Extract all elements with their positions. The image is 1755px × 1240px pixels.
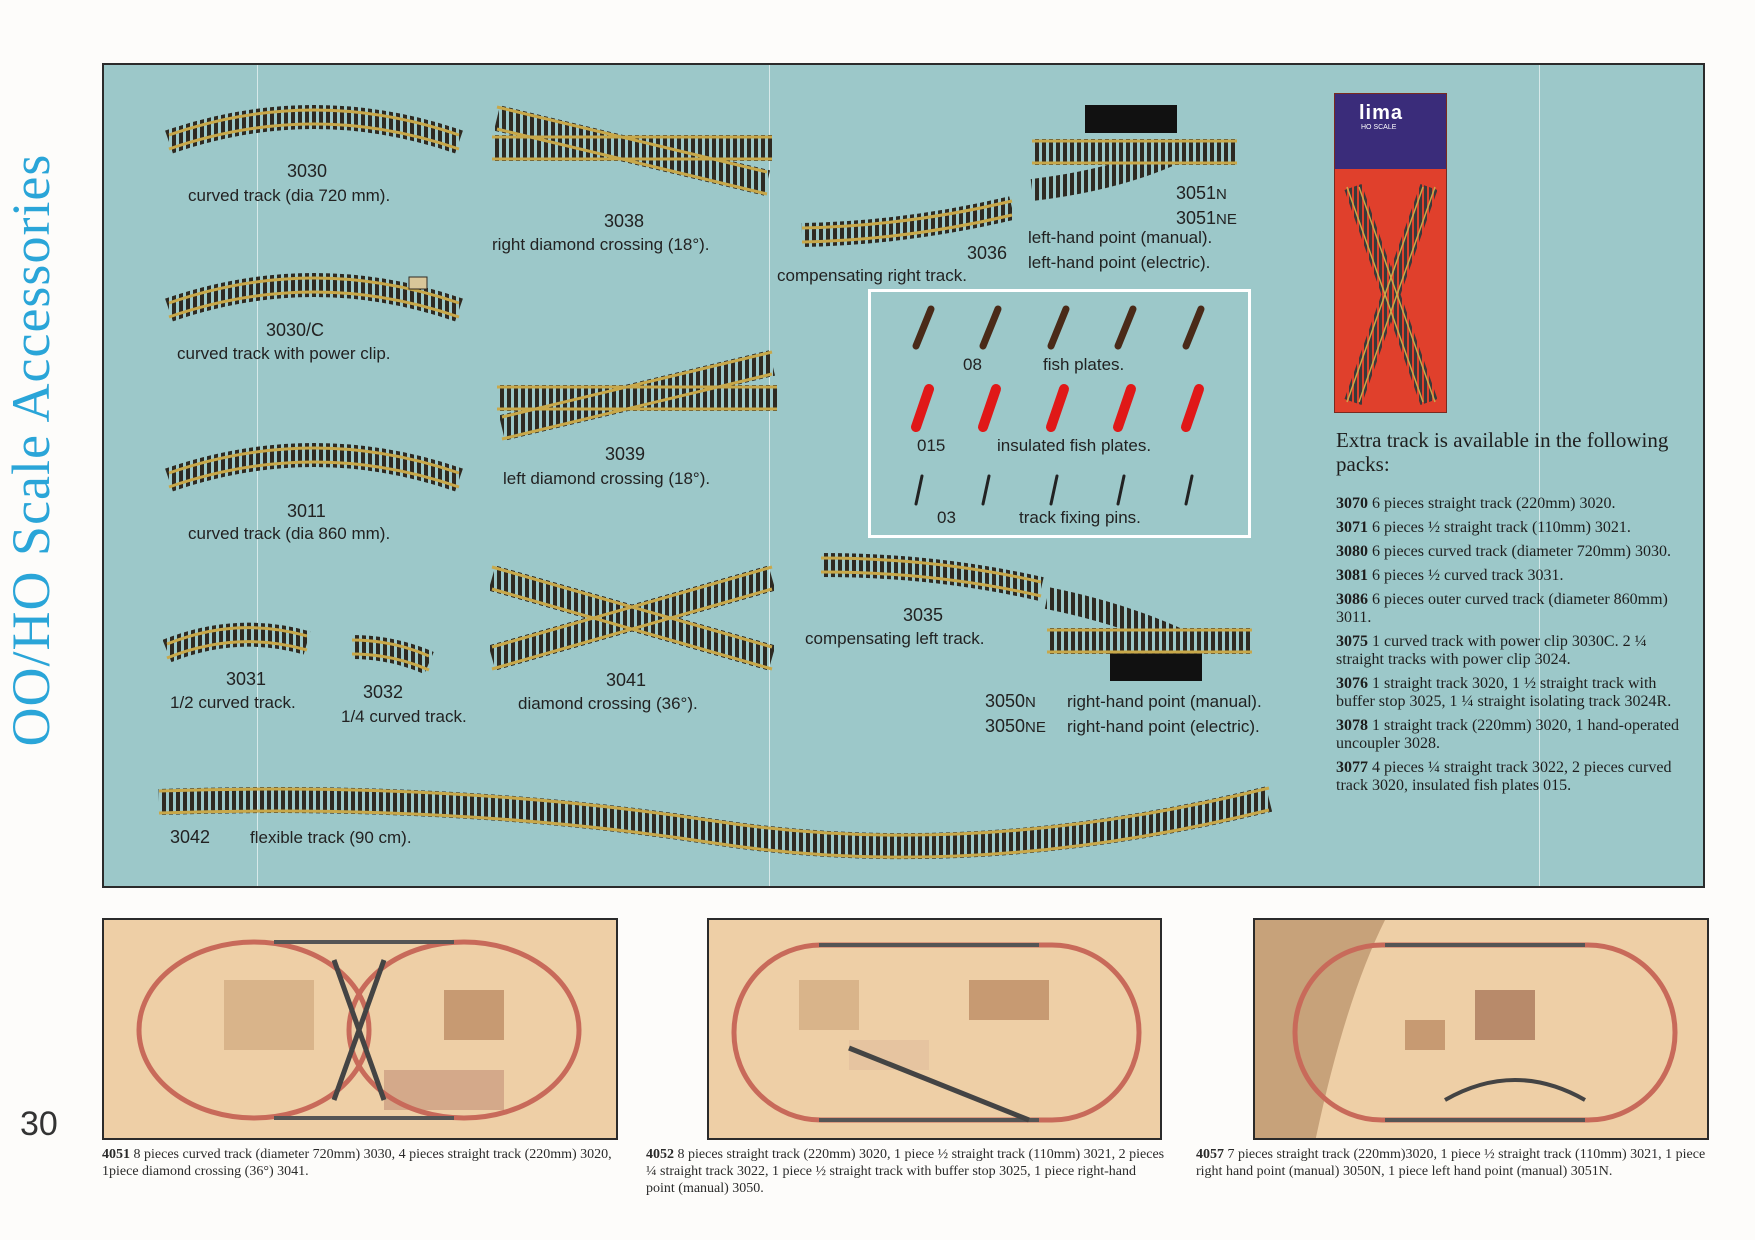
track-3011-illustration xyxy=(165,443,463,492)
track-3035-illustration xyxy=(820,553,1044,601)
track-3030c-illustration xyxy=(165,273,463,322)
layout-4052-image xyxy=(707,918,1162,1140)
layout-4057-caption: 4057 7 pieces straight track (220mm)3020… xyxy=(1196,1147,1706,1179)
page-number: 30 xyxy=(20,1105,58,1143)
layout-4051-caption: 4051 8 pieces curved track (diameter 720… xyxy=(102,1147,612,1179)
track-desc: right-hand point (electric). xyxy=(1067,717,1260,736)
track-desc: right-hand point (manual). xyxy=(1067,692,1262,711)
track-3039-illustration xyxy=(497,350,777,441)
layout-4051-image xyxy=(102,918,618,1140)
fold-line xyxy=(1539,65,1540,886)
track-desc: curved track (dia 860 mm). xyxy=(188,524,391,543)
track-3041-illustration xyxy=(488,565,776,671)
extra-pack-item: 3080 6 pieces curved track (diameter 720… xyxy=(1336,543,1671,560)
track-desc: flexible track (90 cm). xyxy=(250,828,412,847)
track-3050-illustration xyxy=(1044,587,1252,681)
track-code: 3039 xyxy=(605,444,646,464)
track-code: 3036 xyxy=(967,243,1008,263)
track-desc: curved track (dia 720 mm). xyxy=(188,186,391,205)
fish-plates-desc: fish plates. xyxy=(1043,355,1125,374)
track-code: 3051N xyxy=(1176,183,1227,203)
track-desc: 1/2 curved track. xyxy=(170,693,296,712)
fold-line xyxy=(769,65,770,886)
extra-track-heading: Extra track is available in the followin… xyxy=(1336,428,1669,476)
extra-pack-item: 3086 6 pieces outer curved track (diamet… xyxy=(1336,591,1668,626)
track-code: 3050N xyxy=(985,691,1036,711)
track-3032-illustration xyxy=(351,635,434,675)
layout-4052-caption: 4052 8 pieces straight track (220mm) 302… xyxy=(646,1147,1165,1196)
extra-pack-item: 3070 6 pieces straight track (220mm) 302… xyxy=(1336,495,1616,512)
track-code: 3042 xyxy=(170,827,211,847)
extra-pack-item: 3078 1 straight track (220mm) 3020, 1 ha… xyxy=(1336,717,1680,752)
extra-pack-item: 3071 6 pieces ½ straight track (110mm) 3… xyxy=(1336,519,1631,536)
layout-4057-oval-with-hills-diagram xyxy=(1255,920,1678,1138)
track-desc: left-hand point (manual). xyxy=(1028,228,1213,247)
track-code: 3038 xyxy=(604,211,645,231)
layout-4057-image xyxy=(1253,918,1709,1140)
pack-crossing-track-icon xyxy=(1344,184,1438,405)
track-desc: diamond crossing (36°). xyxy=(518,694,698,713)
extra-pack-item: 3077 4 pieces ¼ straight track 3022, 2 p… xyxy=(1336,759,1672,794)
track-code: 3031 xyxy=(226,669,267,689)
track-code: 3032 xyxy=(363,682,404,702)
track-desc: curved track with power clip. xyxy=(177,344,391,363)
insulated-fish-plates-desc: insulated fish plates. xyxy=(997,436,1152,455)
fish-plates-illustration xyxy=(911,305,1205,506)
page-title-vertical: OO/HO Scale Accessories xyxy=(1,153,61,747)
track-3051-illustration xyxy=(1030,105,1237,201)
insulated-fish-plates-code: 015 xyxy=(917,436,946,455)
track-code: 3041 xyxy=(606,670,647,690)
track-desc: compensating right track. xyxy=(777,266,967,285)
track-pins-code: 03 xyxy=(937,508,956,527)
lima-track-pack-image: lima HO SCALE xyxy=(1334,93,1447,413)
track-desc: left diamond crossing (18°). xyxy=(503,469,711,488)
track-3031-illustration xyxy=(162,622,311,663)
fold-line xyxy=(257,65,258,886)
track-desc: compensating left track. xyxy=(805,629,985,648)
track-3030-illustration xyxy=(165,105,463,154)
track-desc: right diamond crossing (18°). xyxy=(492,235,710,254)
pack-scale: HO SCALE xyxy=(1361,124,1397,131)
track-3038-illustration xyxy=(492,105,772,196)
track-code: 3030 xyxy=(287,161,328,181)
track-desc: 1/4 curved track. xyxy=(341,707,467,726)
extra-track-list: 3070 6 pieces straight track (220mm) 302… xyxy=(1336,495,1696,801)
track-desc: left-hand point (electric). xyxy=(1028,253,1211,272)
track-catalog-panel: 3030 curved track (dia 720 mm). 3030/C c… xyxy=(102,63,1705,888)
extra-pack-item: 3075 1 curved track with power clip 3030… xyxy=(1336,633,1647,668)
layout-4051-figure-eight-diagram xyxy=(136,939,582,1121)
track-code: 3030/C xyxy=(266,320,325,340)
track-code: 3051NE xyxy=(1176,208,1237,228)
track-code: 3011 xyxy=(287,501,326,521)
layout-4052-oval-with-siding-diagram xyxy=(731,942,1142,1123)
track-code: 3050NE xyxy=(985,716,1046,736)
fish-plates-code: 08 xyxy=(963,355,982,374)
extra-pack-item: 3081 6 pieces ½ curved track 3031. xyxy=(1336,567,1564,584)
track-3036-illustration xyxy=(801,196,1015,247)
track-pins-desc: track fixing pins. xyxy=(1019,508,1141,527)
lima-logo: lima xyxy=(1359,102,1404,124)
fish-plates-box: 08 fish plates. 015 insulated fish plate… xyxy=(868,289,1251,538)
track-3042-illustration xyxy=(158,786,1273,860)
extra-pack-item: 3076 1 straight track 3020, 1 ½ straight… xyxy=(1336,675,1672,710)
track-code: 3035 xyxy=(903,605,944,625)
pack-header: lima HO SCALE xyxy=(1335,94,1446,169)
